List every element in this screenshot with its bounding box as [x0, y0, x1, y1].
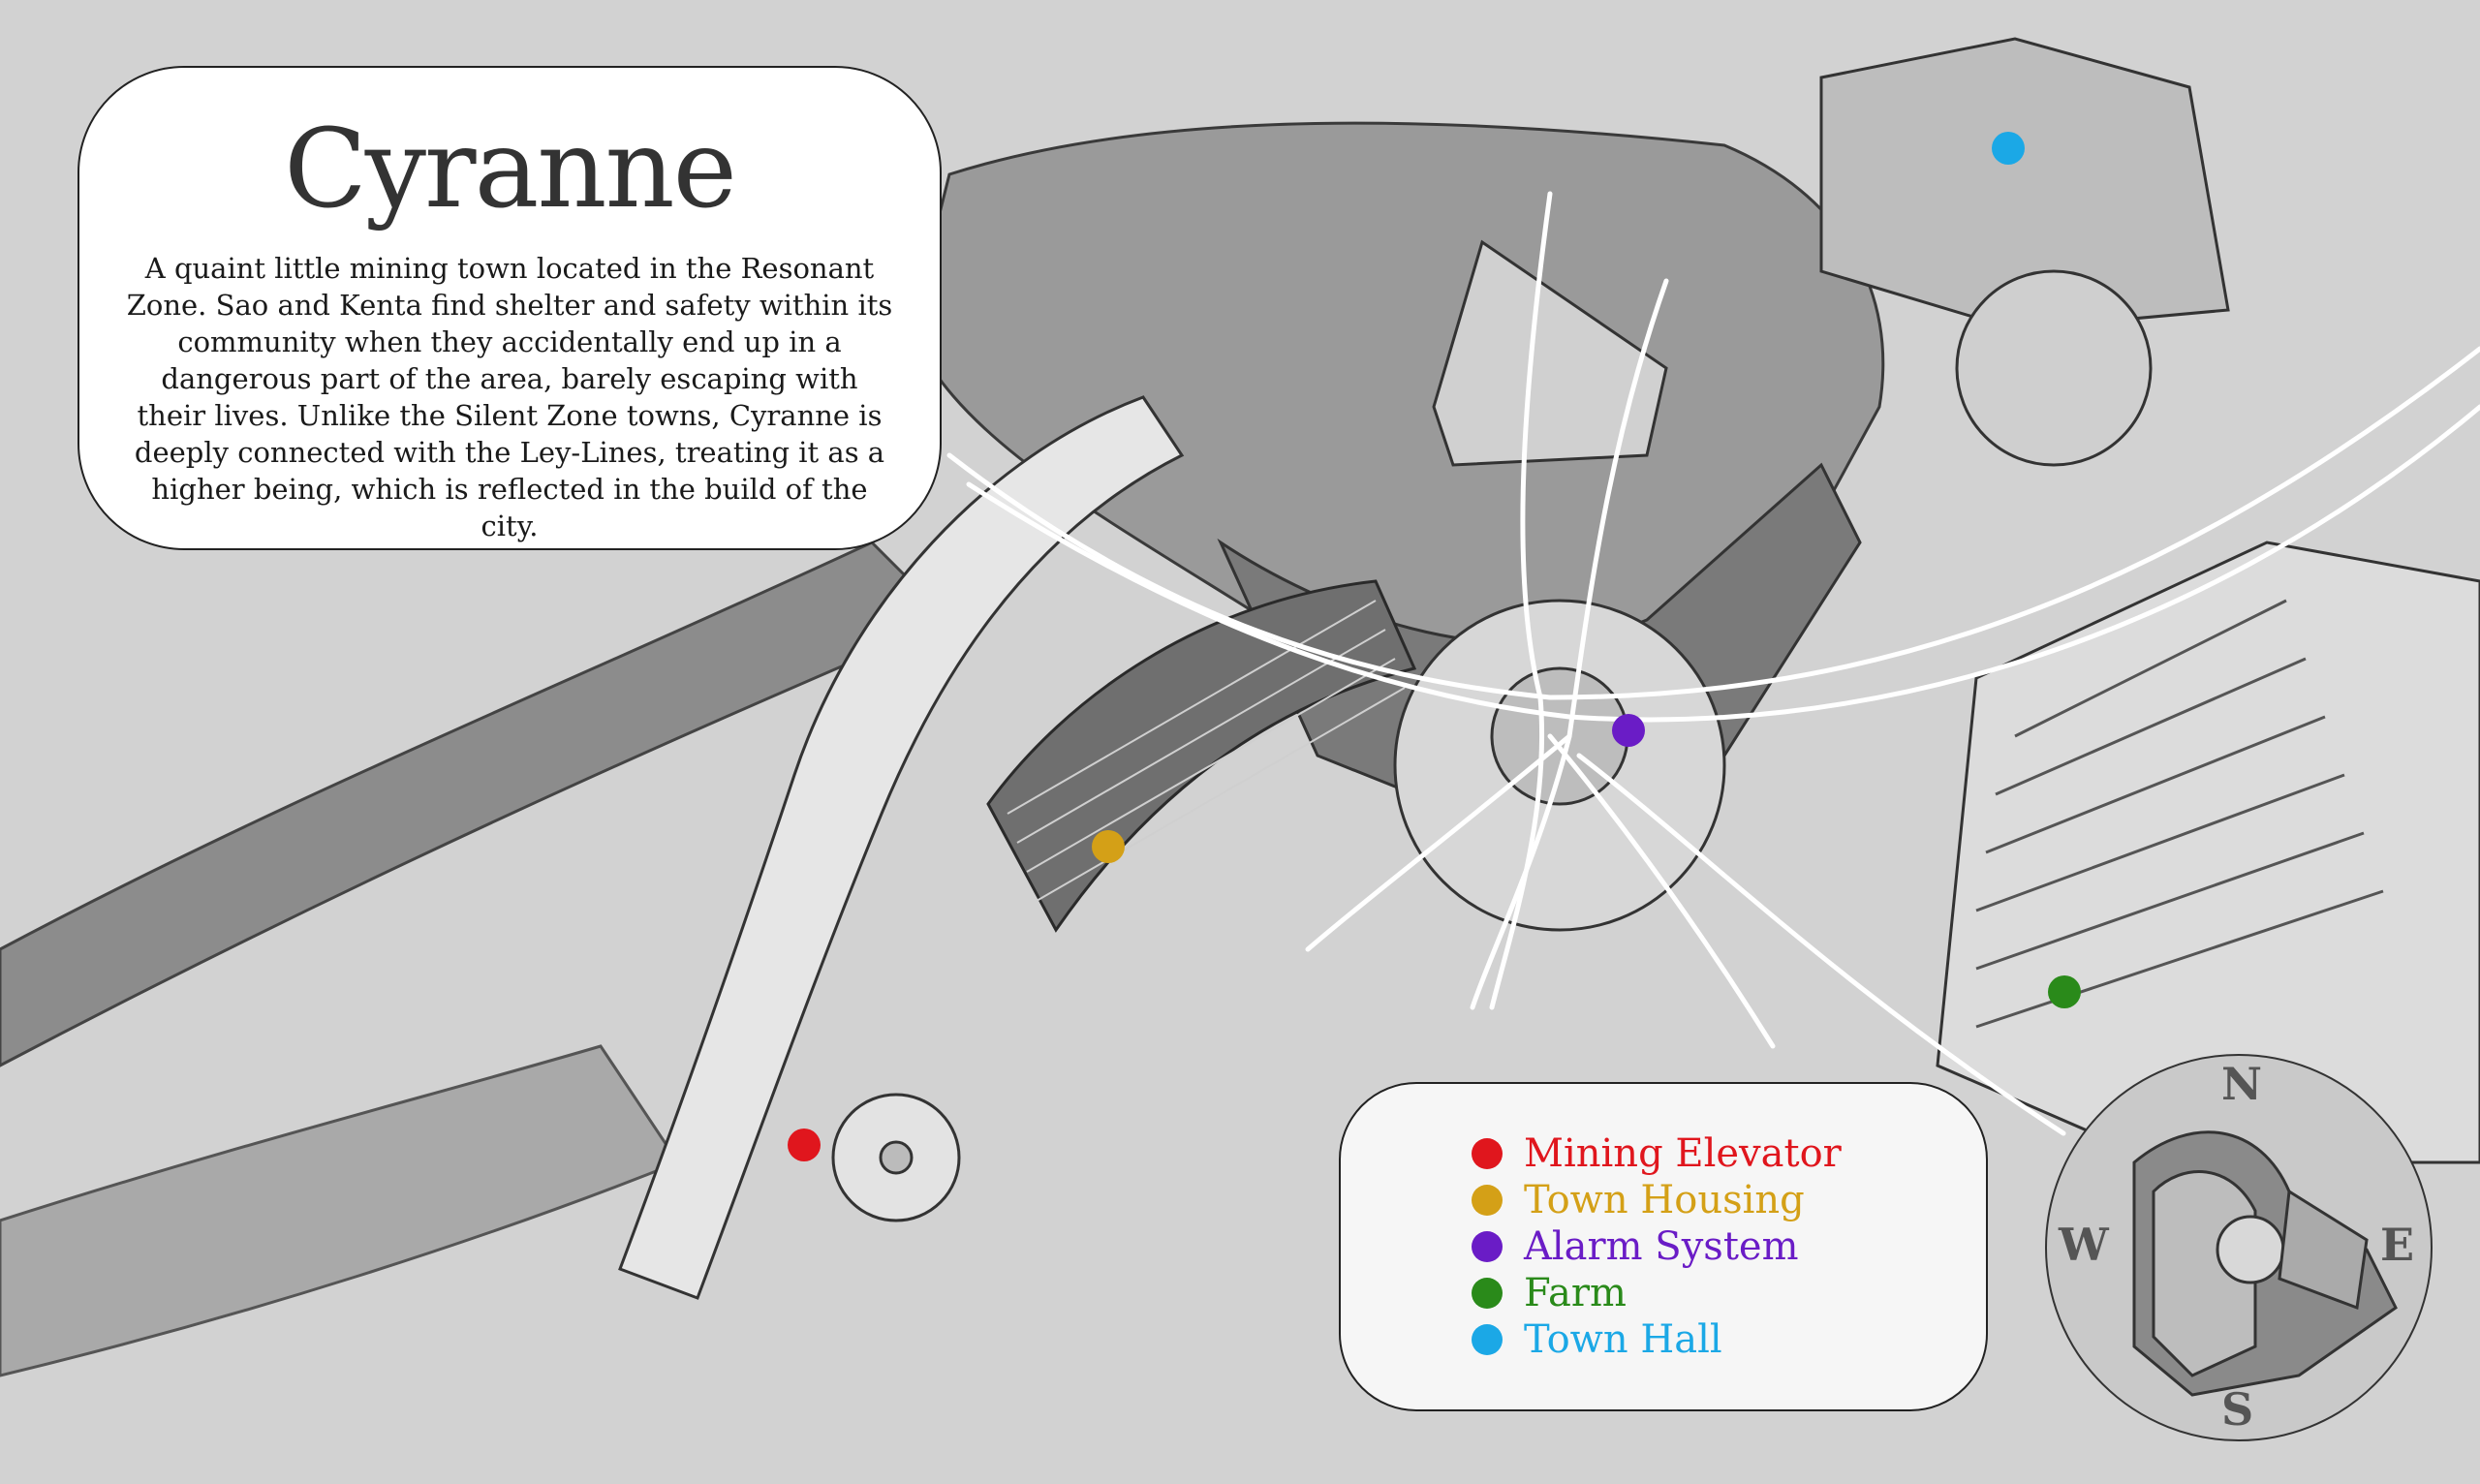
- legend-label: Alarm System: [1524, 1224, 1799, 1269]
- legend-item-mining-elevator: Mining Elevator: [1472, 1130, 1986, 1177]
- legend-label: Farm: [1524, 1271, 1627, 1315]
- legend-dot-icon: [1472, 1231, 1503, 1262]
- farm-area: [1936, 541, 2480, 1164]
- legend-card: Mining Elevator Town Housing Alarm Syste…: [1339, 1082, 1988, 1411]
- ley-lines: [946, 191, 2480, 1136]
- poi-alarm-system[interactable]: [1612, 714, 1645, 747]
- town-description: A quaint little mining town located in t…: [126, 252, 893, 542]
- poi-town-housing[interactable]: [1092, 830, 1125, 863]
- farm-rows: [1975, 599, 2384, 1029]
- compass-west-label: W: [2059, 1219, 2109, 1271]
- legend-item-town-hall: Town Hall: [1472, 1316, 1986, 1363]
- legend-label: Town Housing: [1524, 1178, 1805, 1222]
- mining-elevator-hub: [879, 1140, 914, 1175]
- legend-dot-icon: [1472, 1278, 1503, 1309]
- poi-town-hall[interactable]: [1992, 132, 2025, 165]
- info-card: Cyranne A quaint little mining town loca…: [78, 66, 942, 550]
- compass-map-art: [2132, 1130, 2398, 1397]
- town-hall-dome: [1955, 269, 2153, 467]
- legend-dot-icon: [1472, 1185, 1503, 1216]
- compass-east-label: E: [2380, 1219, 2415, 1271]
- town-hall-building: [1819, 37, 2230, 331]
- legend-label: Town Hall: [1524, 1317, 1722, 1362]
- legend-item-town-housing: Town Housing: [1472, 1177, 1986, 1223]
- compass-minimap: N S W E: [2045, 1054, 2433, 1441]
- legend-item-farm: Farm: [1472, 1270, 1986, 1316]
- poi-farm[interactable]: [2048, 975, 2081, 1008]
- legend-dot-icon: [1472, 1324, 1503, 1355]
- legend-dot-icon: [1472, 1138, 1503, 1169]
- compass-south-label: S: [2221, 1383, 2254, 1436]
- compass-north-label: N: [2221, 1058, 2263, 1110]
- housing-stairs: [1007, 600, 1406, 902]
- map-title: Cyranne: [284, 107, 737, 232]
- curved-walkway: [618, 395, 1185, 1300]
- legend-item-alarm-system: Alarm System: [1472, 1223, 1986, 1270]
- temple-roof: [1432, 239, 1668, 467]
- poi-mining-elevator[interactable]: [788, 1128, 821, 1161]
- legend-label: Mining Elevator: [1524, 1131, 1842, 1176]
